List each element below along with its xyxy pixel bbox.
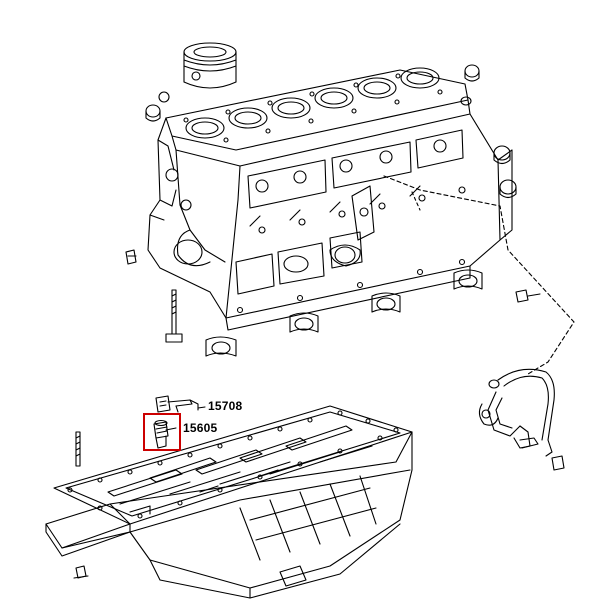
cylinder-block-illustration [147, 67, 513, 331]
plug-and-bearing-parts [125, 64, 541, 357]
leader-line-fuel [383, 175, 575, 375]
oil-pressure-switch-15605 [153, 419, 177, 449]
oil-pan-illustration [45, 405, 413, 599]
fuel-pipe-illustration [478, 368, 565, 471]
oil-level-sensor-bracket-15708 [155, 395, 206, 413]
part-label-15708[interactable]: 15708 [208, 399, 243, 413]
highlight-box-15605 [143, 413, 181, 451]
piston-illustration [183, 42, 237, 89]
part-label-15605[interactable]: 15605 [183, 421, 218, 435]
